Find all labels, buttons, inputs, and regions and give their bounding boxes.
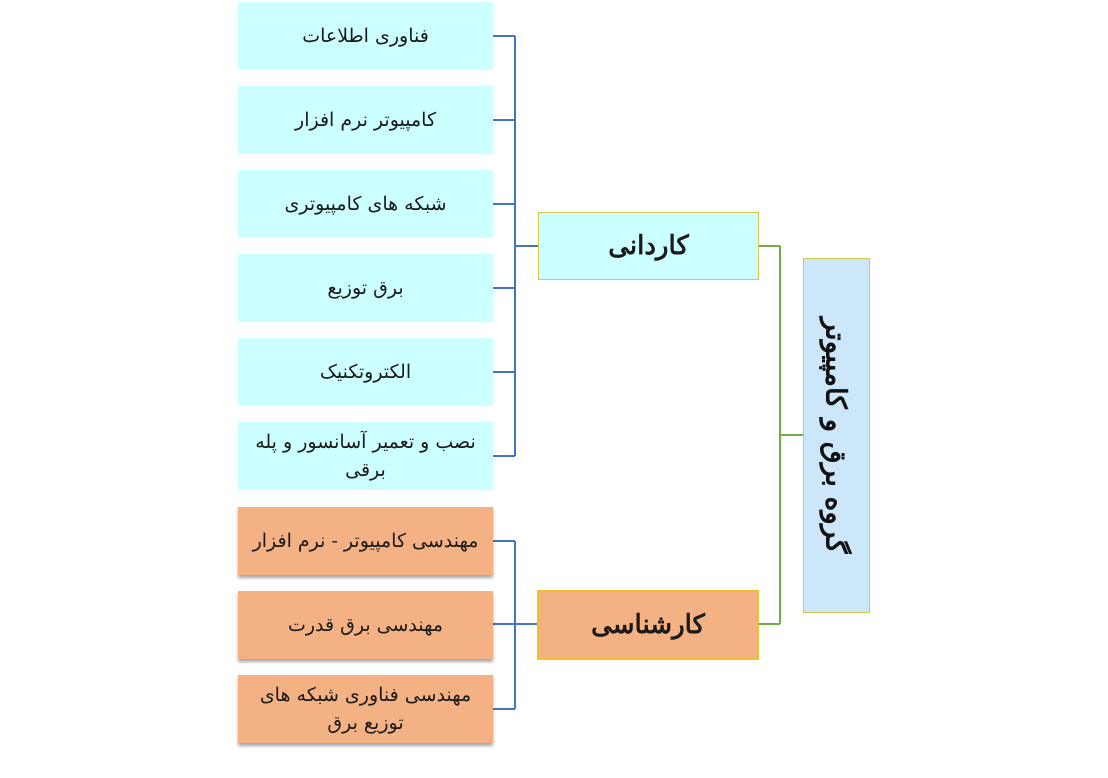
karshenasi-node: کارشناسی <box>537 590 759 660</box>
kardani-item: شبکه های کامپیوتری <box>238 170 493 238</box>
kardani-connectors <box>493 35 538 457</box>
kardani-item: برق توزیع <box>238 254 493 322</box>
kardani-item: الکتروتکنیک <box>238 338 493 406</box>
kardani-item: فناوری اطلاعات <box>238 2 493 70</box>
root-node: گروه برق و کامپیوتر <box>803 258 870 613</box>
kardani-node: کاردانی <box>538 212 759 280</box>
kardani-item: نصب و تعمیر آسانسور و پله برقی <box>238 422 493 490</box>
karshenasi-item: مهندسی کامپیوتر - نرم افزار <box>238 507 493 575</box>
karshenasi-connectors <box>493 540 538 710</box>
root-label: گروه برق و کامپیوتر <box>819 317 853 554</box>
karshenasi-item: مهندسی برق قدرت <box>238 591 493 659</box>
karshenasi-item: مهندسی فناوری شبکه های توزیع برق <box>238 675 493 743</box>
root-connectors <box>758 245 803 625</box>
kardani-item: کامپیوتر نرم افزار <box>238 86 493 154</box>
